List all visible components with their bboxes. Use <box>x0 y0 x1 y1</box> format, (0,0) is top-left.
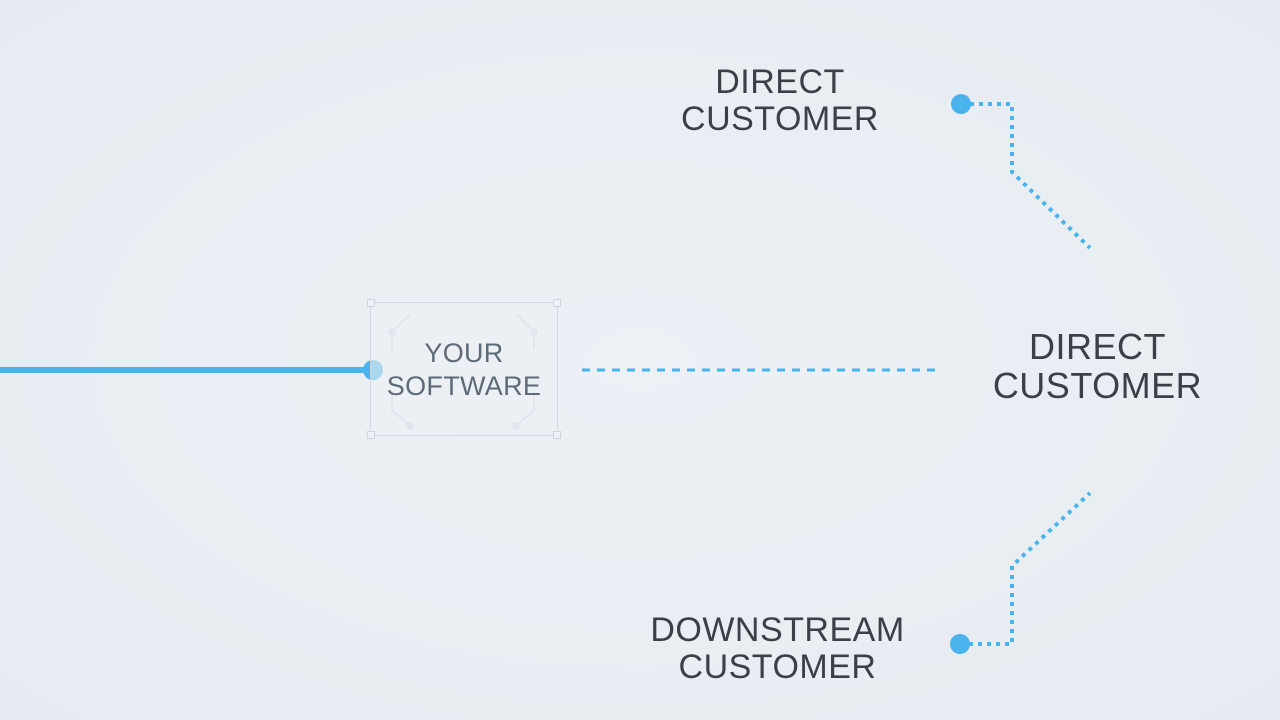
corner-handle <box>367 299 375 307</box>
your-software-label: YOUR SOFTWARE <box>371 337 557 403</box>
downstream-customer-label: DOWNSTREAM CUSTOMER <box>635 612 920 685</box>
corner-handle <box>553 431 561 439</box>
direct-customer-right-line-2: CUSTOMER <box>992 364 1203 406</box>
direct-customer-right-line-1: DIRECT <box>1029 326 1166 367</box>
your-software-node: YOUR SOFTWARE <box>367 299 561 439</box>
direct-top-dot <box>951 94 971 114</box>
your-software-line-1: YOUR <box>424 338 504 368</box>
connector-downstream <box>960 491 1092 646</box>
corner-handle <box>367 431 375 439</box>
corner-handle <box>553 299 561 307</box>
direct-customer-top-line-1: DIRECT <box>715 63 845 101</box>
downstream-customer-line-1: DOWNSTREAM <box>650 611 905 649</box>
connector-direct-top <box>961 102 1092 250</box>
direct-customer-right-label: DIRECT CUSTOMER <box>985 326 1210 406</box>
your-software-line-2: SOFTWARE <box>386 370 542 401</box>
direct-customer-top-line-2: CUSTOMER <box>681 99 879 138</box>
downstream-dot <box>950 634 970 654</box>
direct-customer-top-label: DIRECT CUSTOMER <box>670 64 890 137</box>
downstream-customer-line-2: CUSTOMER <box>678 647 877 686</box>
